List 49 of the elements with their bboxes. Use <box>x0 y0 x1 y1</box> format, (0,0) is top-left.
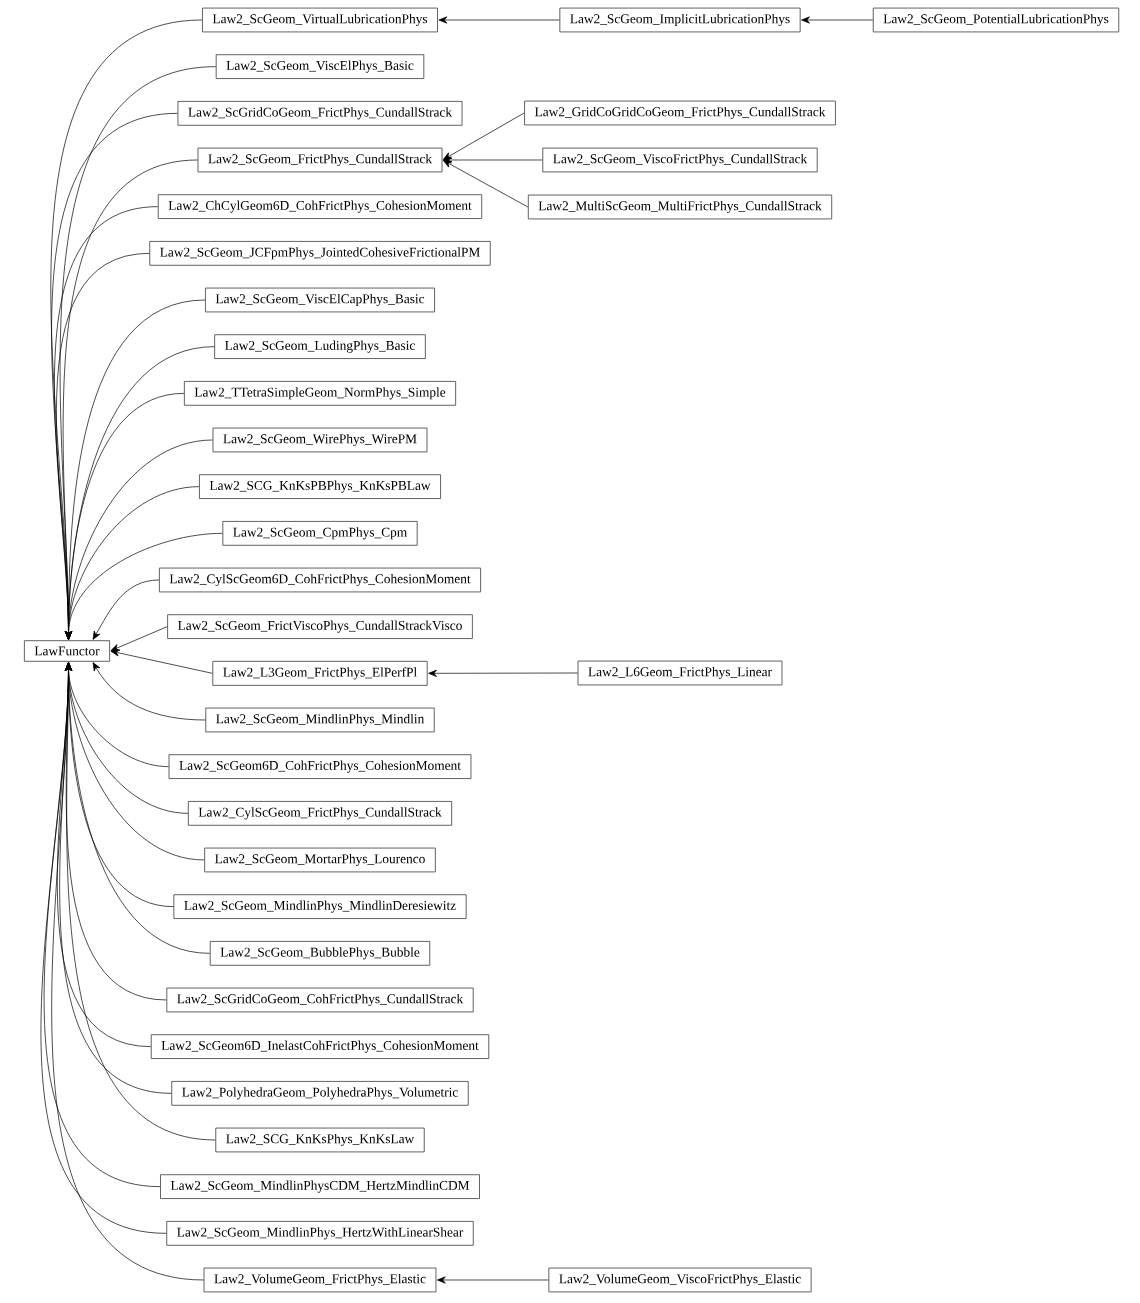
arrow <box>110 626 168 651</box>
class-box: Law2_ScGeom_JCFpmPhys_JointedCohesiveFrictionalPM <box>149 240 491 266</box>
class-box: Law2_ScGeom_MortarPhys_Lourenco <box>204 847 436 873</box>
class-box: Law2_L6Geom_FrictPhys_Linear <box>577 660 783 686</box>
arrow <box>442 160 529 208</box>
class-box: Law2_ScGeom_FrictPhys_CundallStrack <box>197 147 443 173</box>
class-box: Law2_ScGeom_VirtualLubricationPhys <box>202 7 438 33</box>
class-box: Law2_VolumeGeom_ViscoFrictPhys_Elastic <box>548 1267 812 1293</box>
class-box: Law2_ScGeom_PotentialLubricationPhys <box>872 7 1120 33</box>
class-box: Law2_ScGeom_MindlinPhysCDM_HertzMindlinCDM <box>160 1174 480 1199</box>
arrow <box>437 1276 549 1284</box>
class-box: LawFunctor <box>23 640 111 662</box>
arrow <box>64 533 223 640</box>
class-box: Law2_GridCoGridCoGeom_FrictPhys_CundallStrack <box>524 100 836 126</box>
class-box: Law2_TTetraSimpleGeom_NormPhys_Simple <box>183 380 457 406</box>
class-box: Law2_ScGeom6D_InelastCohFrictPhys_CohesionMoment <box>150 1034 490 1059</box>
class-box: Law2_ScGeom6D_CohFrictPhys_CohesionMoment <box>168 754 472 779</box>
arrow <box>92 662 206 721</box>
class-box: Law2_ScGeom_ViscoFrictPhys_CundallStrack <box>542 147 818 173</box>
arrow <box>801 16 874 24</box>
class-box: Law2_SCG_KnKsPhys_KnKsLaw <box>215 1127 425 1153</box>
class-box: Law2_CylScGeom6D_CohFrictPhys_CohesionMoment <box>158 567 482 593</box>
class-box: Law2_ScGeom_CpmPhys_Cpm <box>222 520 418 546</box>
class-box: Law2_ScGeom_WirePhys_WirePM <box>212 427 428 453</box>
class-box: Law2_ScGeom_MindlinPhys_HertzWithLinearShear <box>166 1220 474 1246</box>
class-box: Law2_ScGeom_LudingPhys_Basic <box>214 334 426 359</box>
arrow <box>428 669 578 677</box>
arrow <box>92 579 160 640</box>
class-box: Law2_ScGeom_ViscElCapPhys_Basic <box>205 287 435 313</box>
arrow <box>110 649 213 674</box>
class-box: Law2_ScGeom_MindlinPhys_Mindlin <box>205 707 435 733</box>
class-box: Law2_VolumeGeom_FrictPhys_Elastic <box>203 1267 437 1293</box>
class-box: Law2_ScGeom_ImplicitLubricationPhys <box>559 7 801 33</box>
arrow <box>442 112 525 160</box>
class-box: Law2_ChCylGeom6D_CohFrictPhys_CohesionMoment <box>157 194 483 219</box>
arrow <box>51 662 204 1281</box>
arrow <box>443 156 543 164</box>
arrow <box>438 16 560 24</box>
class-box: Law2_ScGridCoGeom_FrictPhys_CundallStrack <box>177 100 463 126</box>
class-box: Law2_ScGeom_MindlinPhys_MindlinDeresiewitz <box>173 894 467 919</box>
class-box: Law2_PolyhedraGeom_PolyhedraPhys_Volumetric <box>171 1080 469 1106</box>
class-box: Law2_ScGeom_BubblePhys_Bubble <box>209 940 431 966</box>
class-box: Law2_ScGeom_FrictViscoPhys_CundallStrackVisco <box>167 614 473 640</box>
class-box: Law2_L3Geom_FrictPhys_ElPerfPl <box>212 660 428 686</box>
class-box: Law2_SCG_KnKsPBPhys_KnKsPBLaw <box>199 474 441 499</box>
class-box: Law2_ScGeom_ViscElPhys_Basic <box>215 54 425 79</box>
class-box: Law2_ScGridCoGeom_CohFrictPhys_CundallStrack <box>166 987 474 1013</box>
class-box: Law2_CylScGeom_FrictPhys_CundallStrack <box>187 800 453 826</box>
class-box: Law2_MultiScGeom_MultiFrictPhys_CundallStrack <box>527 194 833 220</box>
